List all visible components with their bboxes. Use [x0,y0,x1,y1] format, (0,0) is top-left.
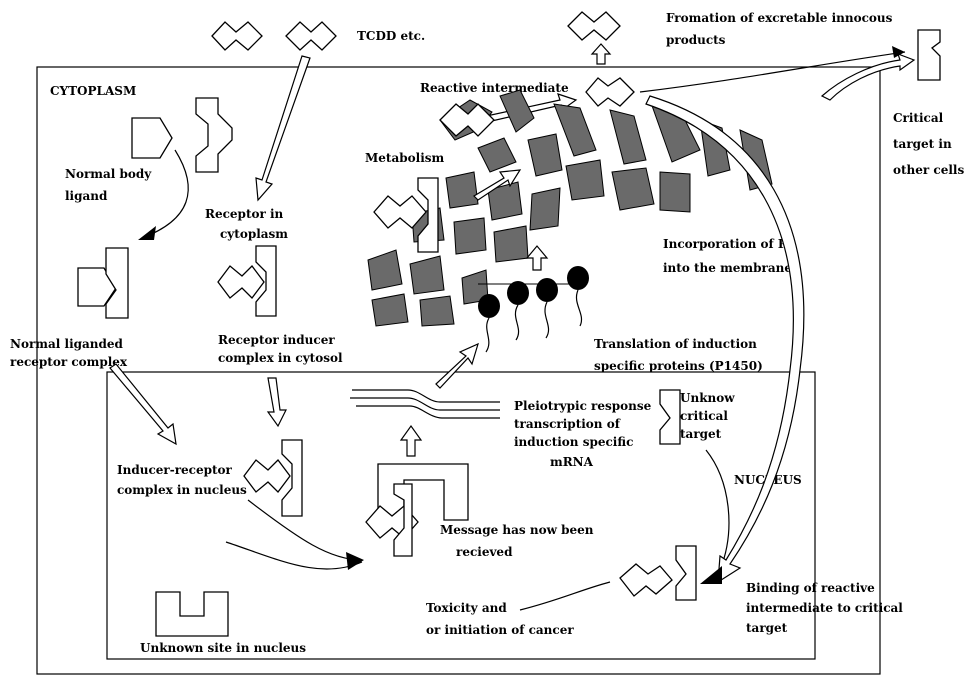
unknow-label: Unknow [680,391,735,405]
inducer-cyto-label-2: complex in cytosol [218,351,343,365]
normal-body-label-2: ligand [65,189,108,203]
unknown-site-label: Unknown site in nucleus [140,641,306,655]
product-molecule [586,78,634,106]
inducer-arrow [268,378,286,426]
pleiotrypic-label-3: induction specific [514,435,633,449]
product-molecule [568,12,620,40]
tcdd-molecule [286,22,336,50]
pleiotrypic-label: Pleiotrypic response [514,399,652,413]
binding-arrow [142,150,188,238]
binding-label-2: intermediate to critical [746,601,903,615]
normal-complex-label: Normal liganded [10,337,124,351]
unknow-label-3: target [680,427,722,441]
normal-body-label: Normal body [65,167,152,181]
excretable-label-2: products [666,33,726,47]
unknown-site-shape [156,592,228,636]
arrow-head [700,566,722,584]
inducer-cyto-label: Receptor inducer [218,333,335,347]
incorporation-label-2: into the membrane [663,261,792,275]
to-critical-target-arrow [822,54,914,100]
dna-site [378,464,468,520]
converging-arrow-lower [226,542,362,569]
cytoplasm-label: CYTOPLASM [50,84,136,98]
tcdd-label: TCDD etc. [357,29,425,43]
critical-label-2: target in [893,137,952,151]
tcdd-molecule [212,22,262,50]
inducer-nuc-label: Inducer-receptor [117,463,233,477]
inducer-nuc-label-2: complex in nucleus [117,483,247,497]
up-arrow [592,44,610,64]
reactive-label: Reactive intermediate [420,81,569,95]
translation-arrow [436,344,478,388]
arrow-head [138,226,156,240]
critical-target-shape [918,30,940,80]
message-label-2: recieved [456,545,513,559]
unknown-to-binding-arrow [706,450,729,570]
critical-label-1: Critical [893,111,944,125]
incorporation-label: Incorporation of P1 [663,237,795,251]
incorporation-arrow [527,246,547,270]
ligand-shape [132,118,172,158]
binding-label: Binding of reactive [746,581,875,595]
arrow-head [346,552,364,570]
normal-complex-arrow [110,364,176,444]
excretable-label: Fromation of excretable innocous [666,11,893,25]
toxicity-label: Toxicity and [426,601,507,615]
toxicity-arrow [520,582,610,610]
inducer-complex-ligand [218,266,264,298]
tcdd-in-arrow [256,56,310,200]
pleiotrypic-label-4: mRNA [550,455,594,469]
translation-label-2: specific proteins (P1450) [594,359,763,373]
unknow-label-2: critical [680,409,728,423]
binding-target [676,546,696,600]
message-label: Message has now been [440,523,594,537]
binding-label-3: target [746,621,788,635]
normal-complex-label-2: receptor complex [10,355,128,369]
converging-arrow-upper [248,500,362,560]
nuc-complex-ligand [244,460,290,492]
transcription-arrow [401,426,421,456]
unknown-target-shape [660,390,680,444]
pleiotrypic-label-2: transcription of [514,417,621,431]
metabolism-label: Metabolism [365,151,445,165]
translation-label: Translation of induction [594,337,757,351]
toxicity-label-2: or initiation of cancer [426,623,574,637]
receptor-cyto-label: Receptor in [205,207,284,221]
mrna-strands [350,390,500,418]
receptor-cyto-label-2: cytoplasm [220,227,288,241]
critical-label-3: other cells [893,163,964,177]
protein-chain [478,266,589,352]
receptor-shape [196,98,232,172]
binding-ligand [620,564,672,596]
